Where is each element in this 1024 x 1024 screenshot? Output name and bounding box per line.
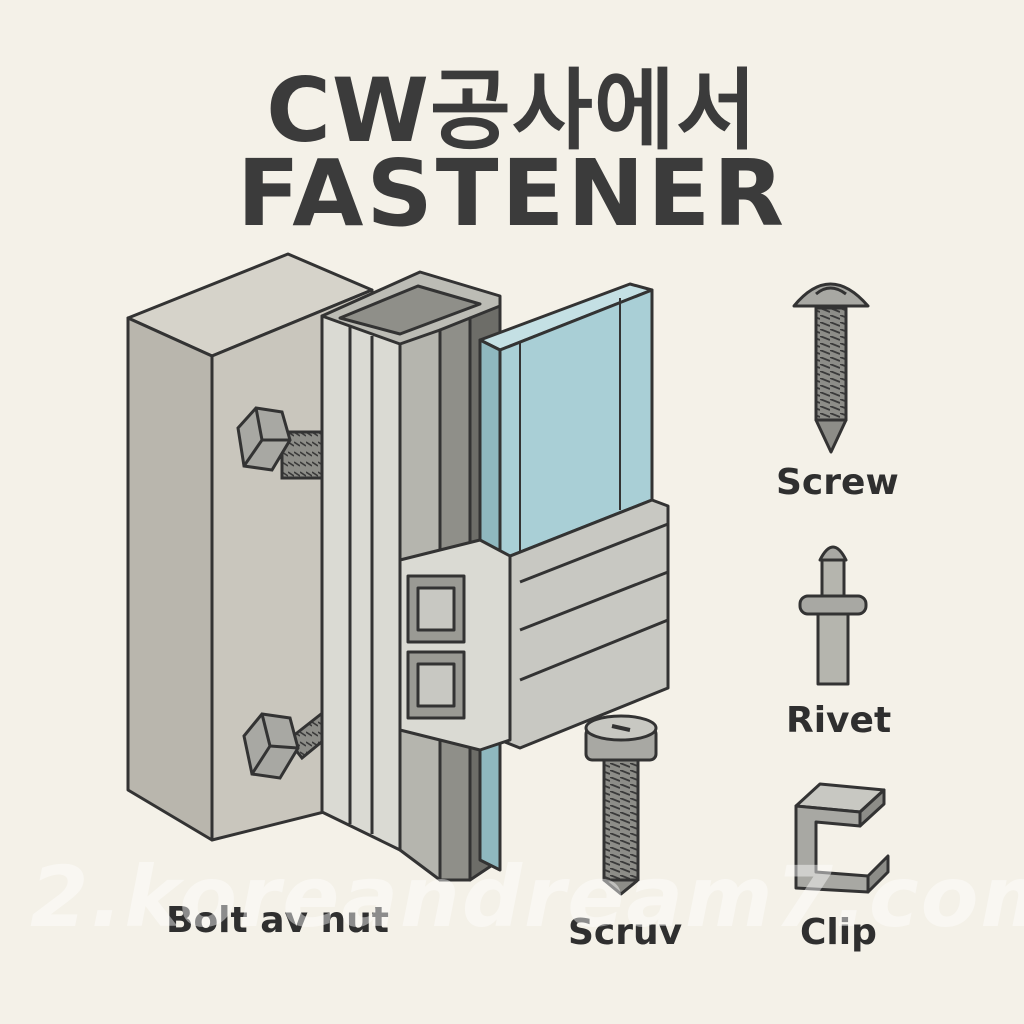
title-line-1: CW공사에서 bbox=[266, 59, 758, 162]
hex-bolt-icon bbox=[236, 406, 326, 480]
round-head-screw-icon bbox=[792, 282, 870, 454]
clip-icon bbox=[794, 782, 890, 894]
clip-label: Clip bbox=[800, 912, 877, 953]
scruv-label: Scruv bbox=[568, 912, 683, 953]
machine-screw-icon bbox=[584, 714, 658, 896]
bolt-and-nut-label: Bolt av nut bbox=[166, 900, 390, 941]
screw-label: Screw bbox=[776, 462, 899, 503]
rivet-icon bbox=[798, 545, 868, 686]
rivet-label: Rivet bbox=[786, 700, 892, 741]
transom-profile bbox=[398, 498, 670, 752]
title-line-2: FASTENER bbox=[236, 140, 788, 247]
